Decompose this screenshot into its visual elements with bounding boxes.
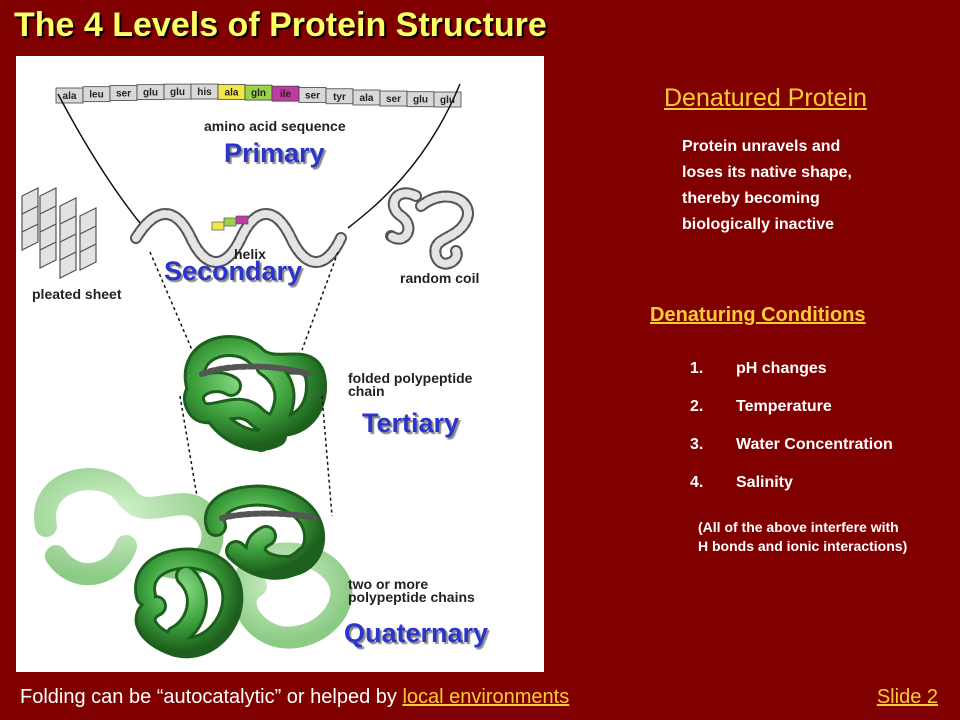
random-coil-graphic (385, 187, 474, 270)
funnel-line-right (347, 83, 461, 229)
item-number: 4. (690, 474, 704, 491)
amino-acid-name: glu (170, 87, 185, 98)
amino-acid-name: tyr (333, 92, 346, 103)
item-text: pH changes (736, 360, 827, 377)
amino-acid-name: ser (116, 89, 131, 100)
amino-acid-name: ser (305, 90, 320, 101)
amino-acid-name: gln (251, 88, 266, 99)
tertiary-folded-chain (183, 335, 328, 452)
protein-structure-illustration: ala leu ser glu glu his ala gln ile ser tyr ala ser g… (21, 83, 474, 659)
denaturing-conditions-heading: Denaturing Conditions (650, 304, 866, 326)
primary-label: Primary (224, 138, 325, 168)
amino-acid-name: ala (63, 91, 77, 102)
funnel-dotted-right-2 (321, 395, 333, 517)
slide-number: Slide 2 (876, 686, 938, 708)
denatured-description: Protein unravels and loses its native sh… (682, 134, 932, 238)
conditions-note: (All of the above interfere with H bonds… (698, 518, 948, 556)
denatured-protein-heading: Denatured Protein (664, 84, 867, 112)
amino-acid-name: glu (440, 95, 455, 106)
pleated-sheet-graphic (21, 187, 97, 279)
description-line: biologically inactive (682, 216, 835, 233)
list-item: 2. Temperature (690, 398, 893, 436)
description-line: thereby becoming (682, 190, 820, 207)
footer-caption: Folding can be “autocatalytic” or helped… (20, 686, 403, 708)
amino-acid-name: leu (89, 90, 103, 101)
amino-acid-name: glu (143, 88, 158, 99)
folded-chain-label-line1: folded polypeptide (348, 370, 473, 386)
two-or-more-label-line1: two or more (348, 576, 429, 592)
description-line: loses its native shape, (682, 164, 852, 181)
list-item: 1. pH changes (690, 360, 893, 398)
pleated-sheet-label: pleated sheet (32, 286, 122, 302)
amino-acid-name: ala (225, 87, 239, 98)
list-item: 3. Water Concentration (690, 436, 893, 474)
amino-acid-sequence-label: amino acid sequence (204, 118, 346, 134)
item-number: 2. (690, 398, 704, 415)
amino-acid-name: ile (280, 89, 292, 100)
list-item: 4. Salinity (690, 474, 893, 512)
amino-acid-name: his (197, 87, 212, 98)
quaternary-assembly (34, 468, 353, 659)
note-line: H bonds and ionic interactions) (698, 538, 908, 554)
random-coil-label: random coil (400, 270, 480, 286)
helix-ribbon (130, 208, 347, 268)
local-environments-link[interactable]: local environments (402, 686, 570, 708)
conditions-list: 1. pH changes 2. Temperature 3. Water Conce… (690, 360, 893, 512)
amino-acid-strip: ala leu ser glu glu his ala gln ile ser tyr ala ser g… (55, 83, 462, 108)
item-number: 1. (690, 360, 704, 377)
helix-label: helix (234, 246, 266, 262)
secondary-label: Secondary (164, 256, 303, 286)
note-line: (All of the above interfere with (698, 519, 899, 535)
amino-acid-name: glu (413, 95, 428, 106)
protein-structure-figure: ala leu ser glu glu his ala gln ile ser tyr ala ser g… (16, 56, 544, 672)
item-text: Temperature (736, 398, 832, 415)
funnel-line-left (57, 93, 145, 229)
item-text: Water Concentration (736, 436, 893, 453)
slide-title: The 4 Levels of Protein Structure (14, 6, 547, 44)
amino-acid-name: ala (360, 93, 374, 104)
quaternary-label: Quaternary (344, 618, 489, 648)
tertiary-label: Tertiary (362, 408, 460, 438)
footer-text: Folding can be “autocatalytic” or helped… (20, 686, 569, 709)
folded-chain-label-line2: chain (348, 383, 385, 399)
item-text: Salinity (736, 474, 793, 491)
item-number: 3. (690, 436, 704, 453)
amino-acid-name: ser (386, 94, 401, 105)
description-line: Protein unravels and (682, 138, 841, 155)
two-or-more-label-line2: polypeptide chains (348, 589, 475, 605)
